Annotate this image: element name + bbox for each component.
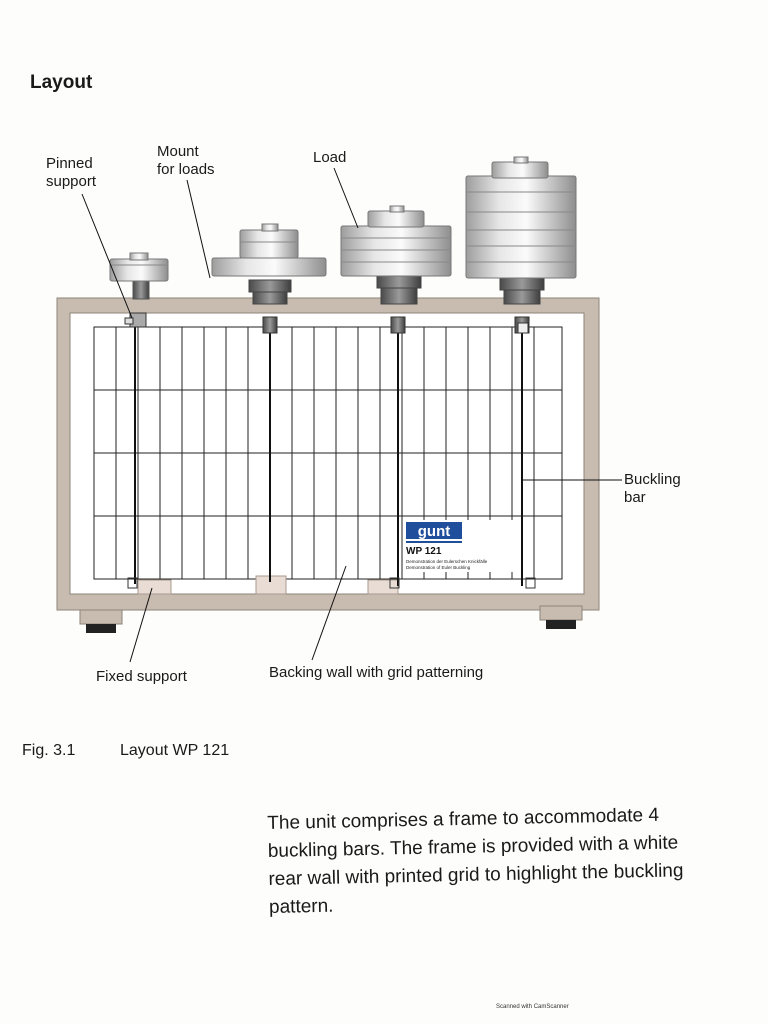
- callout-labels: Pinned support Mount for loads Load Buck…: [46, 143, 685, 685]
- buckling-bars: [127, 322, 536, 589]
- load-stack-4: [465, 156, 577, 305]
- nameplate-line-2: Demonstration of Euler Buckling: [406, 565, 471, 570]
- load-stack-3: [340, 205, 452, 305]
- load-stack-2: [211, 223, 327, 305]
- label-fixed-support: Fixed support: [96, 668, 188, 685]
- leader-pinned-support: [81, 193, 133, 319]
- leader-fixed-support: [129, 587, 153, 663]
- gunt-logo: [406, 522, 462, 539]
- leader-load: [333, 167, 359, 229]
- description-paragraph: The unit comprises a frame to accommodat…: [267, 804, 684, 918]
- label-pinned-support: Pinned support: [46, 155, 97, 190]
- feet: [79, 605, 583, 633]
- load-mounts: [124, 312, 530, 334]
- scan-watermark: Scanned with CamScanner: [496, 1004, 569, 1010]
- nameplate-model: WP 121: [406, 546, 442, 557]
- nameplate: gunt WP 121 Demonstration der Eulerschen…: [404, 520, 514, 572]
- nameplate-line-1: Demonstration der Eulerschen Knickfälle: [406, 559, 488, 564]
- leader-mount-for-loads: [186, 179, 211, 279]
- figure-number: Fig. 3.1: [22, 742, 76, 759]
- wp121-layout-diagram: gunt WP 121 Demonstration der Eulerschen…: [46, 143, 685, 685]
- label-buckling-bar: Buckling bar: [624, 471, 685, 506]
- fixed-support-blocks: [137, 575, 399, 595]
- load-stack-1: [109, 252, 169, 300]
- leader-lines: [81, 167, 622, 663]
- label-mount-for-loads: Mount for loads: [157, 143, 215, 178]
- figure-caption: Layout WP 121: [120, 742, 230, 759]
- label-load: Load: [313, 149, 346, 166]
- label-backing-wall: Backing wall with grid patterning: [269, 664, 483, 681]
- gunt-logo-text: gunt: [418, 523, 450, 540]
- leader-backing-wall: [311, 565, 347, 661]
- section-heading: Layout: [30, 72, 93, 93]
